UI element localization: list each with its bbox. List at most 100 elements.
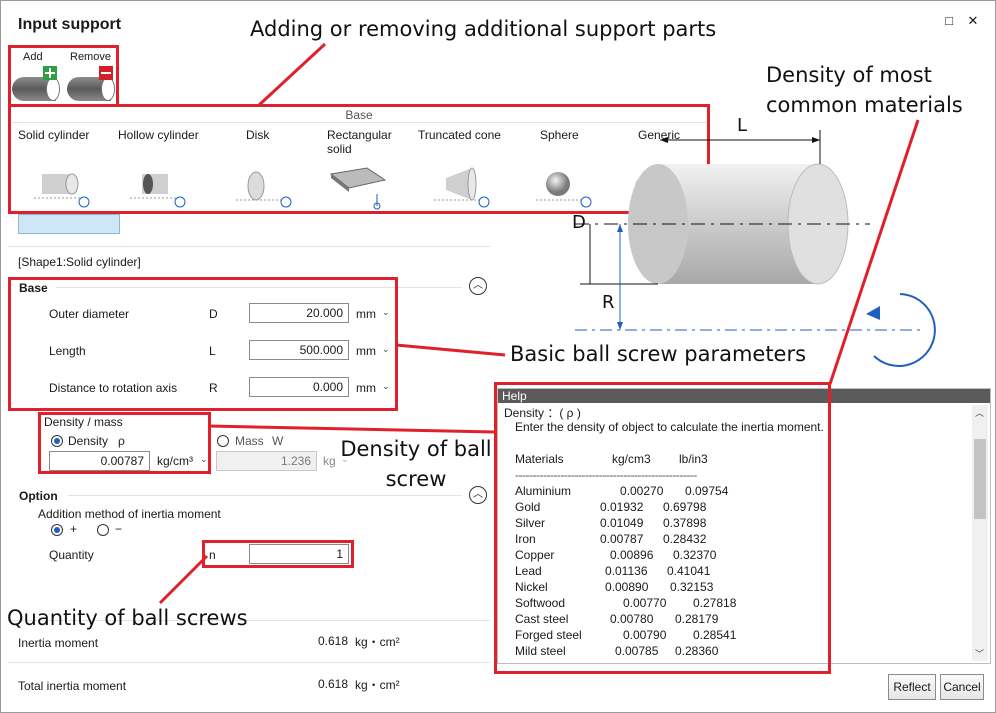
- help-col-lb: lb/in3: [679, 452, 708, 466]
- scroll-down-icon[interactable]: ﹀: [975, 649, 985, 659]
- scroll-up-icon[interactable]: ︿: [975, 408, 985, 418]
- help-col-materials: Materials: [515, 452, 564, 466]
- shape-label: Solid cylinder: [18, 128, 90, 142]
- divider: [8, 246, 490, 247]
- material-kg: 0.00270: [620, 484, 664, 498]
- list-item: Aluminium 0.00270 0.09754: [515, 484, 815, 500]
- shape-rectangular-solid[interactable]: Rectangular solid: [327, 128, 407, 210]
- material-name: Gold: [515, 500, 541, 514]
- outer-diameter-label: Outer diameter: [49, 307, 130, 321]
- shape-label: Generic: [638, 128, 681, 142]
- help-divider: ----------------------------------------…: [515, 468, 697, 482]
- density-unit[interactable]: kg/cm³: [157, 454, 193, 468]
- shape-hollow-cylinder[interactable]: Hollow cylinder: [118, 128, 208, 210]
- shape-solid-cylinder[interactable]: Solid cylinder: [18, 128, 108, 210]
- outer-diameter-unit[interactable]: mm: [356, 307, 376, 321]
- shape-label: Rectangular solid: [327, 128, 392, 156]
- quantity-label: Quantity: [49, 548, 94, 562]
- material-name: Copper: [515, 548, 555, 562]
- material-kg: 0.00890: [605, 580, 649, 594]
- quantity-input[interactable]: 1: [249, 544, 349, 564]
- add-button[interactable]: [12, 66, 60, 102]
- material-name: Silver: [515, 516, 546, 530]
- material-kg: 0.01136: [605, 564, 648, 578]
- add-label: Add: [23, 51, 43, 63]
- length-input[interactable]: 500.000: [249, 340, 349, 360]
- chevron-down-icon[interactable]: ⌄: [200, 454, 208, 464]
- help-description: Enter the density of object to calculate…: [515, 420, 824, 434]
- selected-shape-tile[interactable]: [18, 214, 120, 234]
- material-lb: 0.27818: [693, 596, 737, 610]
- material-lb: 0.09754: [685, 484, 729, 498]
- cylinder-diagram: [575, 130, 936, 367]
- material-lb: 0.28360: [675, 644, 719, 658]
- chevron-down-icon[interactable]: ⌄: [382, 307, 390, 317]
- help-panel: Help ︿ ﹀: [497, 388, 991, 664]
- material-kg: 0.01932: [600, 500, 644, 514]
- material-name: Aluminium: [515, 484, 572, 498]
- window-title: Input support: [18, 16, 122, 33]
- distance-input[interactable]: 0.000: [249, 377, 349, 397]
- shape-label: Truncated cone: [418, 128, 501, 142]
- material-name: Nickel: [515, 580, 548, 594]
- mass-symbol: W: [272, 434, 284, 448]
- mass-unit[interactable]: kg: [323, 454, 336, 468]
- scrollbar-thumb[interactable]: [974, 439, 986, 519]
- material-lb: 0.32370: [673, 548, 717, 562]
- shape-sphere[interactable]: Sphere: [536, 128, 600, 210]
- quantity-highlight: [202, 540, 354, 568]
- collapse-base-button[interactable]: ︿: [469, 277, 487, 295]
- distance-label: Distance to rotation axis: [49, 381, 178, 395]
- plus-radio[interactable]: [51, 524, 63, 536]
- minus-radio[interactable]: [97, 524, 109, 536]
- cancel-button[interactable]: Cancel: [940, 674, 984, 700]
- remove-button[interactable]: [67, 66, 115, 102]
- truncated-cone-icon: [434, 167, 490, 208]
- divider: [56, 287, 462, 288]
- material-name: Mild steel: [515, 644, 566, 658]
- material-kg: 0.01049: [600, 516, 644, 530]
- density-input[interactable]: 0.00787: [49, 451, 150, 471]
- help-scrollbar[interactable]: ︿ ﹀: [972, 405, 988, 661]
- shape-disk[interactable]: Disk: [236, 128, 306, 210]
- length-unit[interactable]: mm: [356, 344, 376, 358]
- sphere-icon: [536, 172, 592, 208]
- shape-title: [Shape1:Solid cylinder]: [18, 255, 141, 269]
- help-title: Help: [498, 389, 990, 403]
- help-highlight: [494, 382, 831, 674]
- total-inertia-unit: kg・cm²: [355, 678, 400, 692]
- mass-input[interactable]: 1.236: [216, 451, 317, 471]
- material-kg: 0.00780: [610, 612, 654, 626]
- help-col-kg: kg/cm3: [612, 452, 651, 466]
- material-name: Softwood: [515, 596, 566, 610]
- density-radio[interactable]: [51, 435, 63, 447]
- inertia-moment-value: 0.618: [318, 634, 349, 648]
- outer-diameter-input[interactable]: 20.000: [249, 303, 349, 323]
- material-lb: 0.32153: [670, 580, 714, 594]
- chevron-down-icon[interactable]: ⌄: [382, 381, 390, 391]
- shape-truncated-cone[interactable]: Truncated cone: [418, 128, 508, 210]
- collapse-option-button[interactable]: ︿: [469, 486, 487, 504]
- material-lb: 0.41041: [667, 564, 711, 578]
- density-symbol: ρ: [118, 434, 125, 448]
- diagram-label-l: L: [737, 115, 748, 136]
- close-icon[interactable]: ✕: [967, 13, 979, 28]
- mass-label: Mass: [235, 434, 264, 448]
- distance-unit[interactable]: mm: [356, 381, 376, 395]
- material-lb: 0.28179: [675, 612, 719, 626]
- inertia-moment-unit: kg・cm²: [355, 635, 400, 649]
- material-name: Forged steel: [515, 628, 582, 642]
- reflect-button[interactable]: Reflect: [888, 674, 936, 700]
- shape-label: Sphere: [540, 128, 579, 142]
- mass-radio[interactable]: [217, 435, 229, 447]
- method-label: Addition method of inertia moment: [38, 507, 221, 521]
- chevron-down-icon[interactable]: ⌄: [341, 454, 349, 464]
- chevron-down-icon[interactable]: ⌄: [382, 344, 390, 354]
- base-shapes-header: Base: [12, 108, 706, 123]
- basic-params-highlight: [8, 277, 398, 411]
- maximize-icon[interactable]: □: [945, 13, 953, 28]
